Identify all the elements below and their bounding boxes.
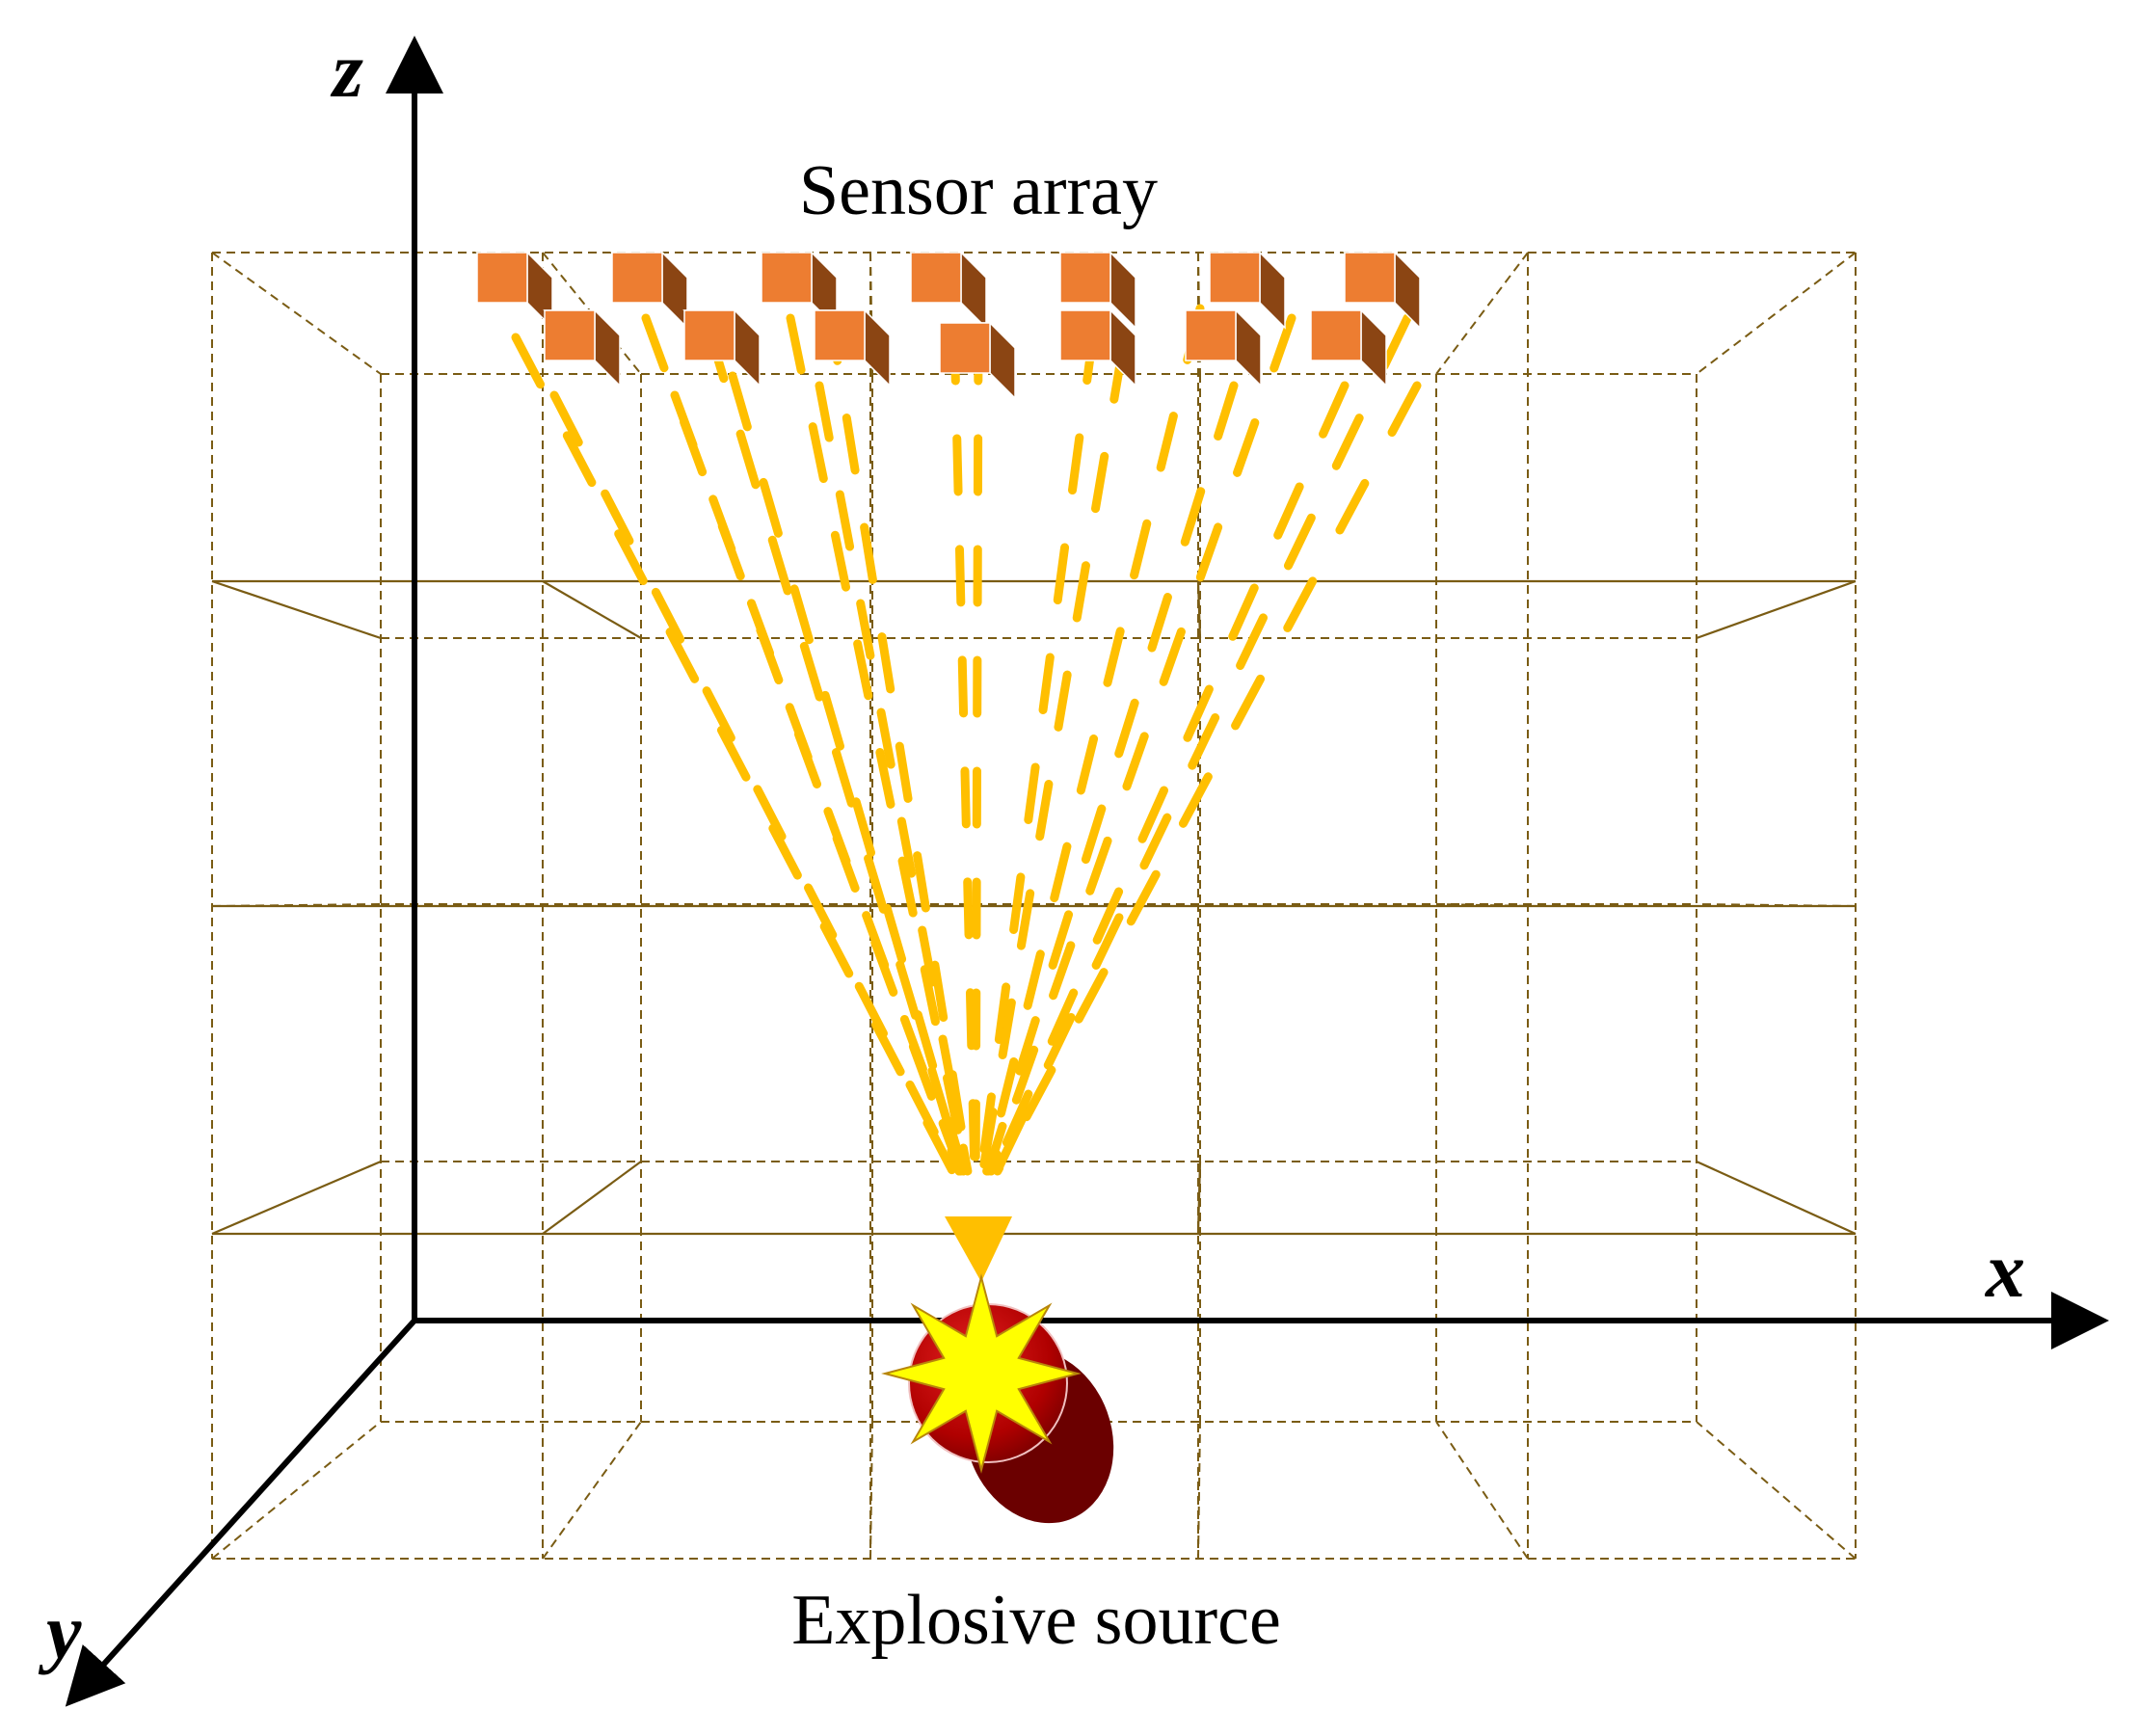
y-axis: [65, 1318, 417, 1707]
grid-depth-connector: [542, 580, 642, 639]
grid-depth-connector: [542, 1421, 642, 1560]
ray-cone: [945, 1216, 1012, 1282]
ray-path: [728, 371, 968, 1176]
grid-depth-connector: [1435, 252, 1529, 375]
cube-icon: [909, 251, 988, 330]
x-axis-label: x: [1985, 1226, 2025, 1314]
cube-icon: [1058, 308, 1137, 387]
cube-icon: [1309, 308, 1388, 387]
ray-path: [949, 323, 979, 1176]
grid-depth-connector: [211, 1421, 382, 1560]
ray-path: [978, 342, 1128, 1176]
explosive-source: [881, 1273, 1114, 1524]
wireframe-grid: [211, 252, 1857, 1560]
ray-path: [704, 323, 967, 1176]
grid-depth-connector: [1696, 1160, 1857, 1236]
grid-depth-connector: [1696, 1421, 1857, 1560]
cube-icon: [610, 251, 689, 330]
explosion-star-icon: [881, 1273, 1082, 1474]
cube-icon: [475, 251, 554, 330]
ray-path: [670, 390, 965, 1176]
cube-icon: [760, 251, 839, 330]
grid-depth-connector: [1435, 903, 1529, 907]
grid-depth-connector: [1196, 1161, 1202, 1235]
ray-path: [971, 323, 983, 1176]
grid-depth-connector: [211, 252, 382, 375]
grid-depth-connector: [211, 1160, 382, 1236]
y-axis-label: y: [38, 1588, 82, 1675]
ray-path: [986, 313, 1296, 1176]
grid-depth-connector: [1435, 1421, 1529, 1560]
cube-icon: [1343, 251, 1422, 330]
cube-icon: [543, 308, 622, 387]
grid-depth-connector: [869, 1421, 873, 1560]
ray-path: [989, 381, 1350, 1176]
ray-path: [549, 390, 959, 1176]
cube-icon: [938, 321, 1017, 400]
sensor-array: [475, 251, 1422, 400]
grid-depth-connector: [542, 1161, 642, 1235]
grid-depth-connector: [211, 579, 382, 640]
ray-path: [982, 304, 1205, 1176]
cube-icon: [813, 308, 892, 387]
ray-path: [786, 313, 971, 1176]
grid-depth-connector: [1196, 580, 1202, 639]
grid-depth-connector: [1696, 252, 1857, 375]
grid-depth-connector: [869, 903, 873, 907]
cube-icon: [682, 308, 762, 387]
ray-path: [983, 381, 1239, 1176]
ray-path: [993, 381, 1422, 1176]
ray-path: [992, 313, 1412, 1176]
cube-icon: [1208, 251, 1287, 330]
grid-depth-connector: [1696, 579, 1857, 640]
coordinate-axes: [65, 36, 2109, 1707]
cube-icon: [1058, 251, 1137, 330]
explosive-source-label: Explosive source: [791, 1581, 1281, 1660]
sensor-array-label: Sensor array: [799, 151, 1158, 230]
wave-propagation-rays: [511, 304, 1422, 1282]
ray-path: [824, 304, 973, 1176]
ray-path: [976, 323, 1099, 1176]
grid-depth-connector: [1696, 903, 1857, 907]
ray-path: [815, 381, 973, 1176]
z-axis-label: z: [330, 26, 363, 114]
grid-depth-connector: [1197, 1421, 1201, 1560]
cube-icon: [1184, 308, 1263, 387]
